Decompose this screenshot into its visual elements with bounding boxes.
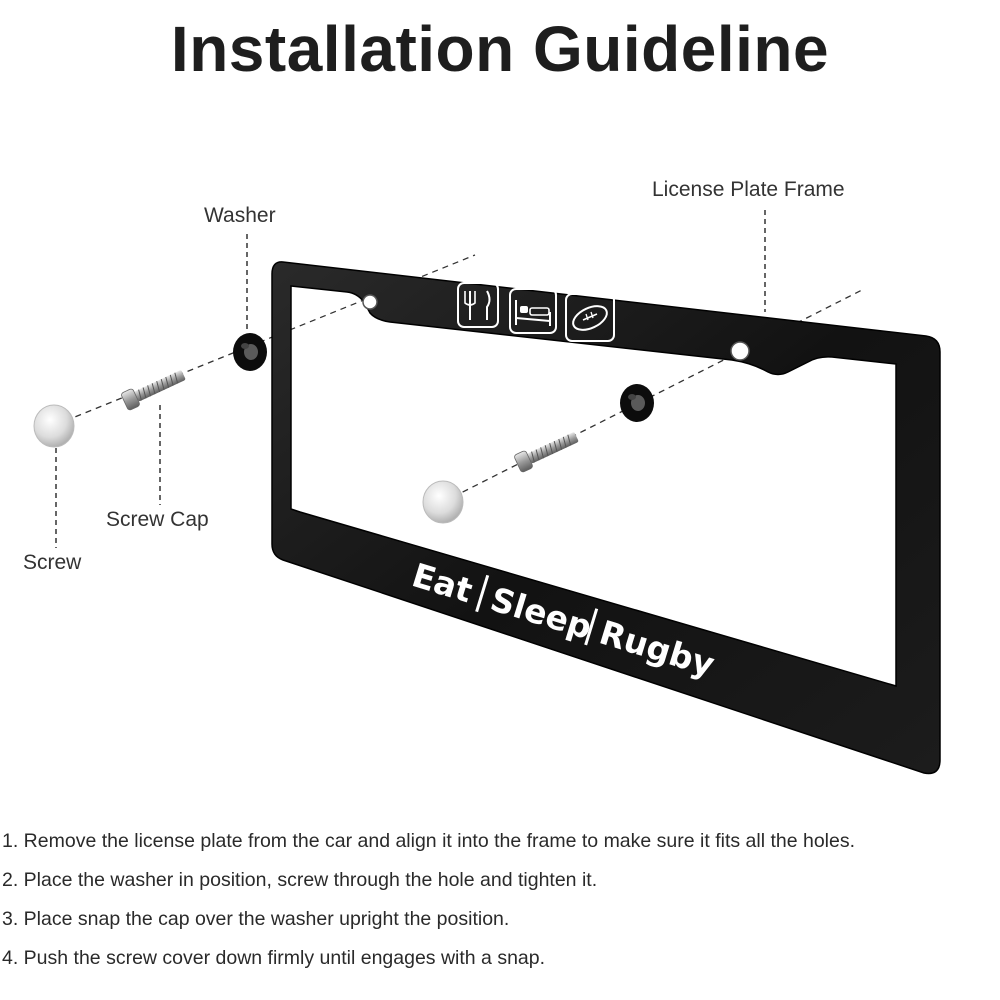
washer-left	[233, 333, 267, 371]
screw-cap-right	[422, 480, 464, 524]
bed-icon	[509, 288, 557, 334]
label-screw: Screw	[23, 551, 82, 574]
label-washer: Washer	[204, 204, 276, 227]
label-screw-cap: Screw Cap	[106, 508, 209, 531]
screw-right	[514, 432, 579, 473]
page-title: Installation Guideline	[170, 13, 830, 85]
instruction-step-2: 2. Place the washer in position, screw t…	[2, 869, 598, 891]
screw-left	[121, 370, 186, 411]
frame-slogan: Eat Sleep Rugby	[408, 555, 719, 684]
screw-cap-left	[33, 404, 75, 448]
instruction-step-4: 4. Push the screw cover down firmly unti…	[2, 947, 546, 969]
rugby-ball-icon	[565, 293, 615, 342]
frame-mounting-hole-left	[362, 294, 378, 310]
washer-right	[620, 384, 654, 422]
label-license-plate-frame: License Plate Frame	[652, 178, 845, 201]
instruction-steps: 1. Remove the license plate from the car…	[2, 828, 998, 984]
frame-mounting-hole-right	[730, 341, 750, 361]
slogan-divider-1	[475, 574, 490, 613]
fork-knife-icon	[457, 282, 499, 328]
instruction-step-3: 3. Place snap the cap over the washer up…	[2, 908, 510, 930]
slogan-divider-2	[584, 608, 599, 646]
instruction-step-1: 1. Remove the license plate from the car…	[2, 830, 856, 852]
license-plate-frame: Eat Sleep Rugby	[271, 261, 941, 775]
